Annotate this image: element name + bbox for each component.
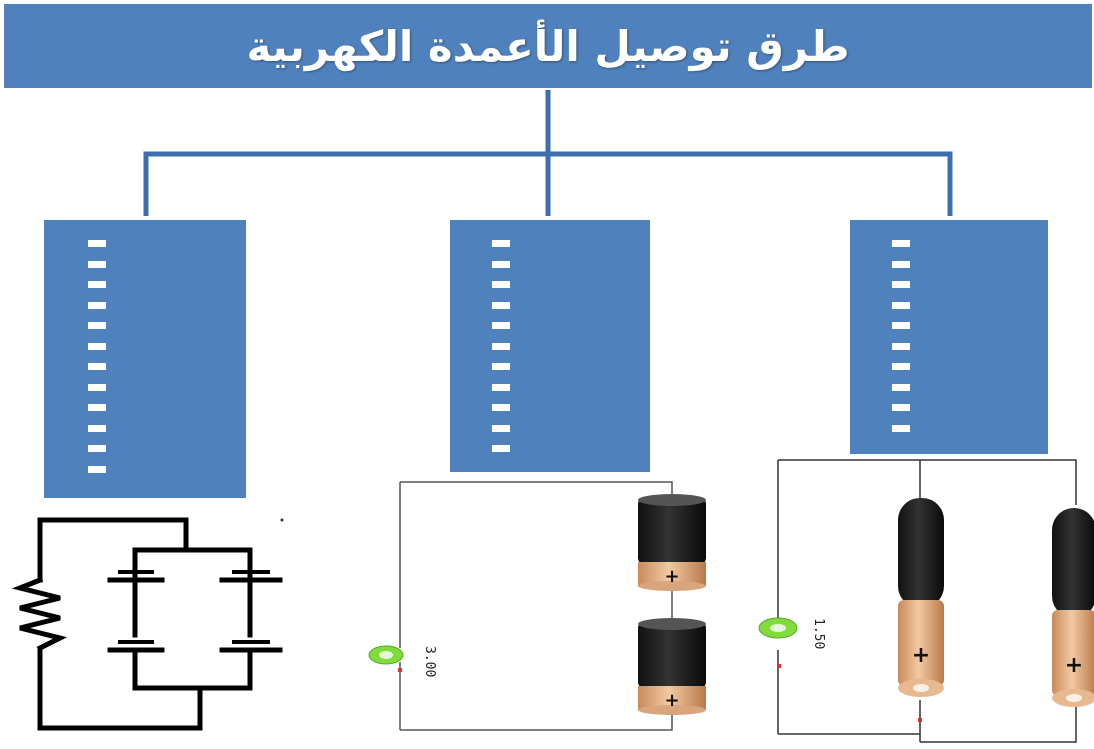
svg-text:+: + <box>1065 653 1083 678</box>
battery-cell: + <box>898 498 944 697</box>
placeholder-dots <box>892 240 910 432</box>
battery-cell: + <box>638 618 706 715</box>
battery-cell: + <box>638 494 706 591</box>
battery-cell: + <box>1052 508 1094 707</box>
right-meter-reading: 1.50 <box>811 618 826 650</box>
left-branch-box <box>44 220 246 498</box>
placeholder-dots <box>88 240 106 473</box>
title-banner: طرق توصيل الأعمدة الكهربية <box>4 4 1092 88</box>
voltmeter-icon <box>368 645 404 672</box>
svg-text:+: + <box>664 566 679 587</box>
middle-branch-box <box>450 220 650 472</box>
svg-text:+: + <box>912 643 930 668</box>
voltmeter-icon <box>758 617 922 722</box>
diagram-title: طرق توصيل الأعمدة الكهربية <box>246 21 850 71</box>
placeholder-dots <box>492 240 510 452</box>
svg-text:+: + <box>664 690 679 711</box>
right-branch-box <box>850 220 1048 454</box>
resistor-symbol <box>11 576 68 652</box>
